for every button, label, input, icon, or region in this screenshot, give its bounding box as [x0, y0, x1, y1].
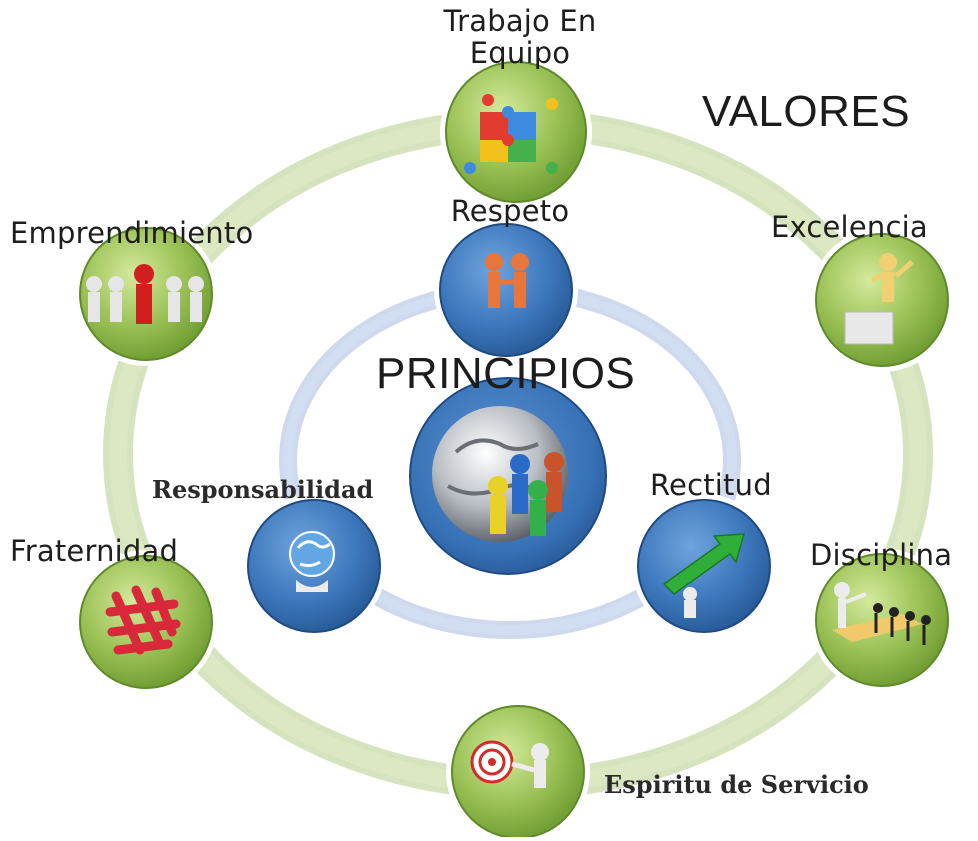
label-disciplina: Disciplina: [810, 538, 953, 572]
label-trabajo-line1: Trabajo En: [443, 4, 597, 38]
node-trabajo-en-equipo: [440, 56, 592, 208]
valores-title: VALORES: [702, 87, 911, 136]
leader-pointing-icon: [832, 582, 931, 645]
podium-figure-icon: [844, 253, 914, 345]
hand-globe-icon: [289, 531, 335, 592]
node-principios-center: [404, 372, 612, 580]
label-espiritu-de-servicio: Espiritu de Servicio: [604, 770, 869, 799]
label-respeto: Respeto: [450, 194, 570, 228]
interlaced-knot-icon: [105, 585, 181, 655]
green-arrow-icon: [662, 533, 746, 618]
node-fraternidad: [74, 550, 218, 694]
puzzle-team-icon: [464, 94, 558, 174]
handshake-figures-icon: [485, 253, 529, 308]
node-disciplina: [810, 548, 954, 692]
label-emprendimiento: Emprendimiento: [10, 216, 254, 250]
label-trabajo-en-equipo: Trabajo En Equipo: [420, 4, 620, 70]
node-emprendimiento: [74, 222, 218, 366]
node-respeto: [434, 218, 578, 362]
red-leader-crowd-icon: [86, 264, 204, 324]
label-trabajo-line2: Equipo: [469, 35, 571, 70]
node-espiritu-de-servicio: [446, 700, 590, 841]
label-responsabilidad: Responsabilidad: [152, 475, 374, 504]
node-responsabilidad: [242, 494, 386, 638]
node-rectitud: [632, 494, 776, 638]
globe-people-icon: [432, 406, 568, 542]
principios-title: PRINCIPIOS: [376, 349, 636, 398]
label-fraternidad: Fraternidad: [10, 534, 179, 568]
target-figure-icon: [470, 740, 549, 788]
label-excelencia: Excelencia: [771, 210, 928, 244]
node-excelencia: [810, 228, 954, 372]
label-rectitud: Rectitud: [650, 468, 772, 502]
